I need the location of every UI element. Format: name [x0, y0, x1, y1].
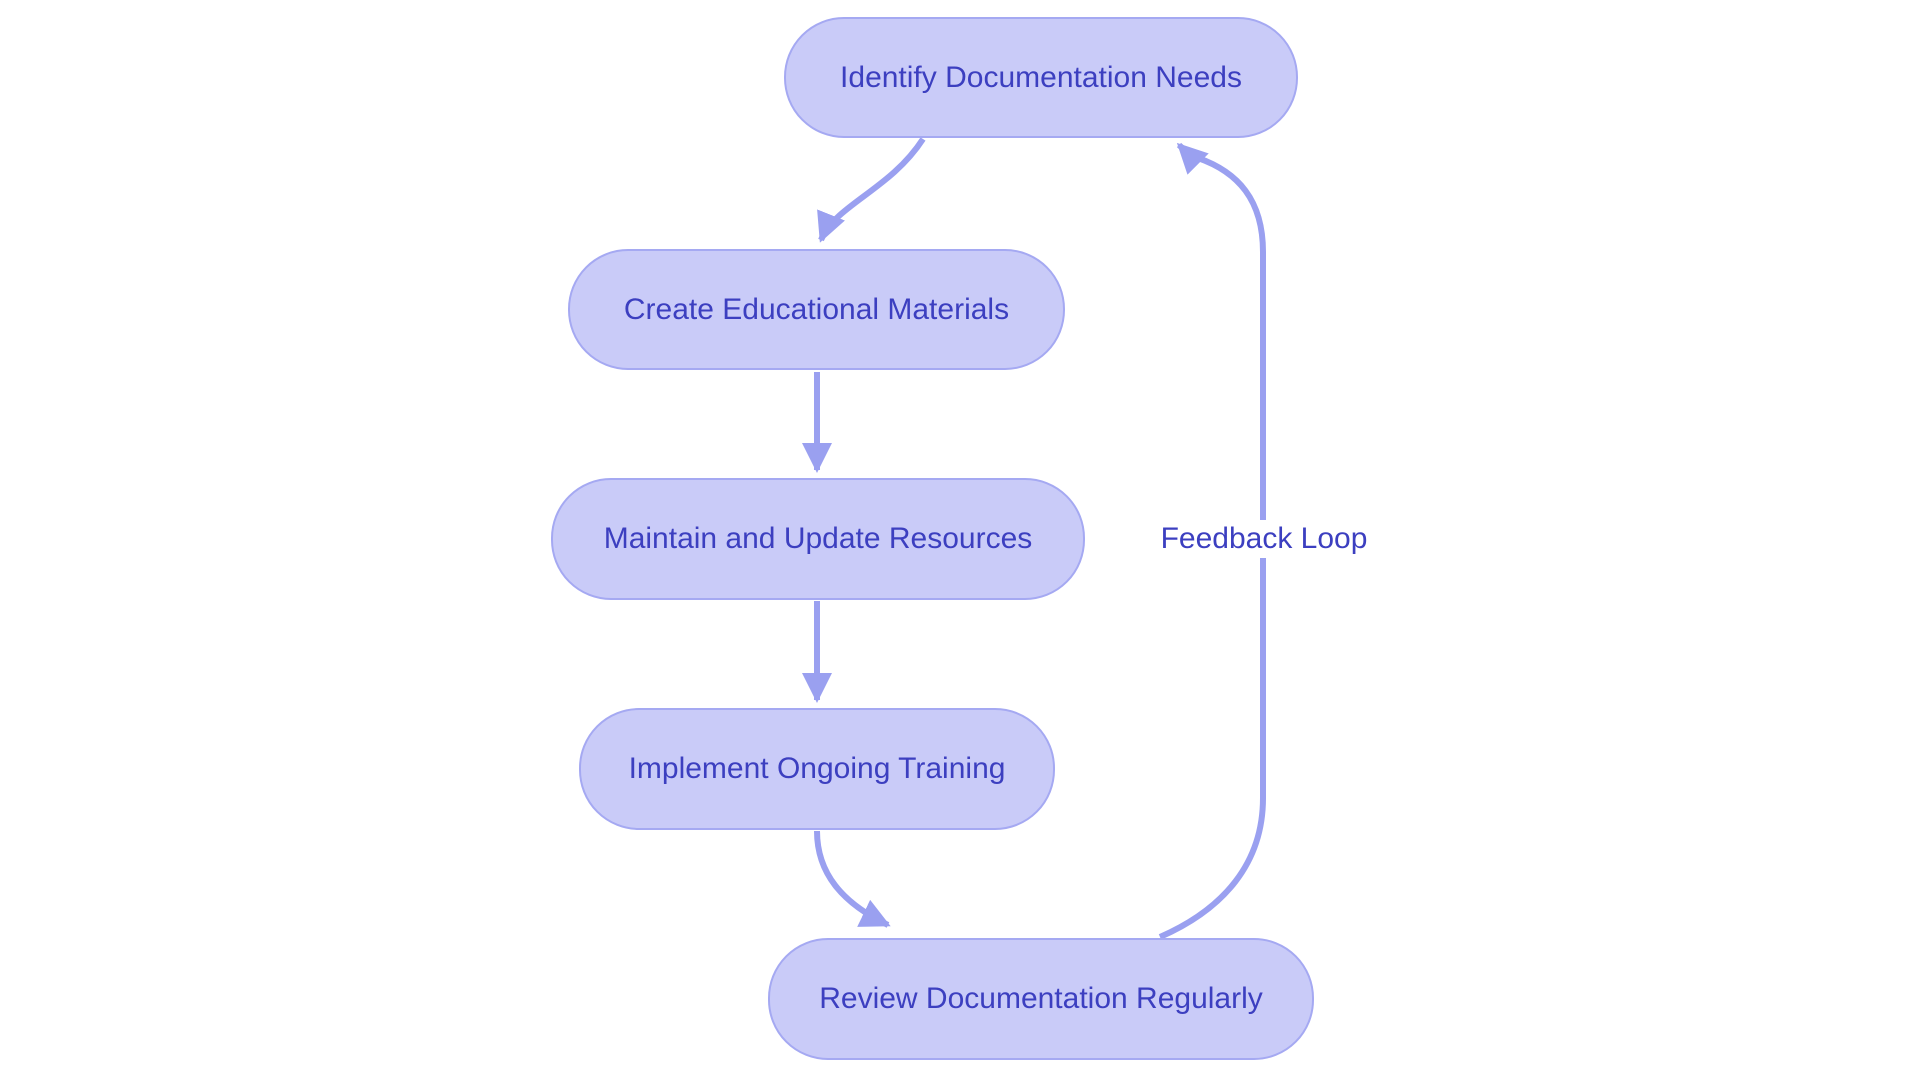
node-maintain-and-update-resources: Maintain and Update Resources [551, 478, 1085, 600]
node-label: Review Documentation Regularly [819, 982, 1263, 1015]
edge-identify-to-create [817, 137, 926, 243]
node-label: Create Educational Materials [623, 292, 1010, 326]
edge-implement-to-review [814, 830, 891, 928]
node-implement-ongoing-training: Implement Ongoing Training [579, 708, 1055, 830]
node-label: Maintain and Update Resources [603, 522, 1033, 555]
edge-review-to-identify-feedback-loop [1158, 142, 1266, 940]
node-review-documentation-regularly: Review Documentation Regularly [768, 938, 1314, 1060]
node-label: Implement Ongoing Training [628, 752, 1006, 785]
node-identify-documentation-needs: Identify Documentation Needs [784, 17, 1298, 138]
node-label: Identify Documentation Needs [840, 60, 1242, 94]
node-create-educational-materials: Create Educational Materials [568, 249, 1065, 370]
feedback-loop-edge-label: Feedback Loop [1150, 520, 1378, 558]
